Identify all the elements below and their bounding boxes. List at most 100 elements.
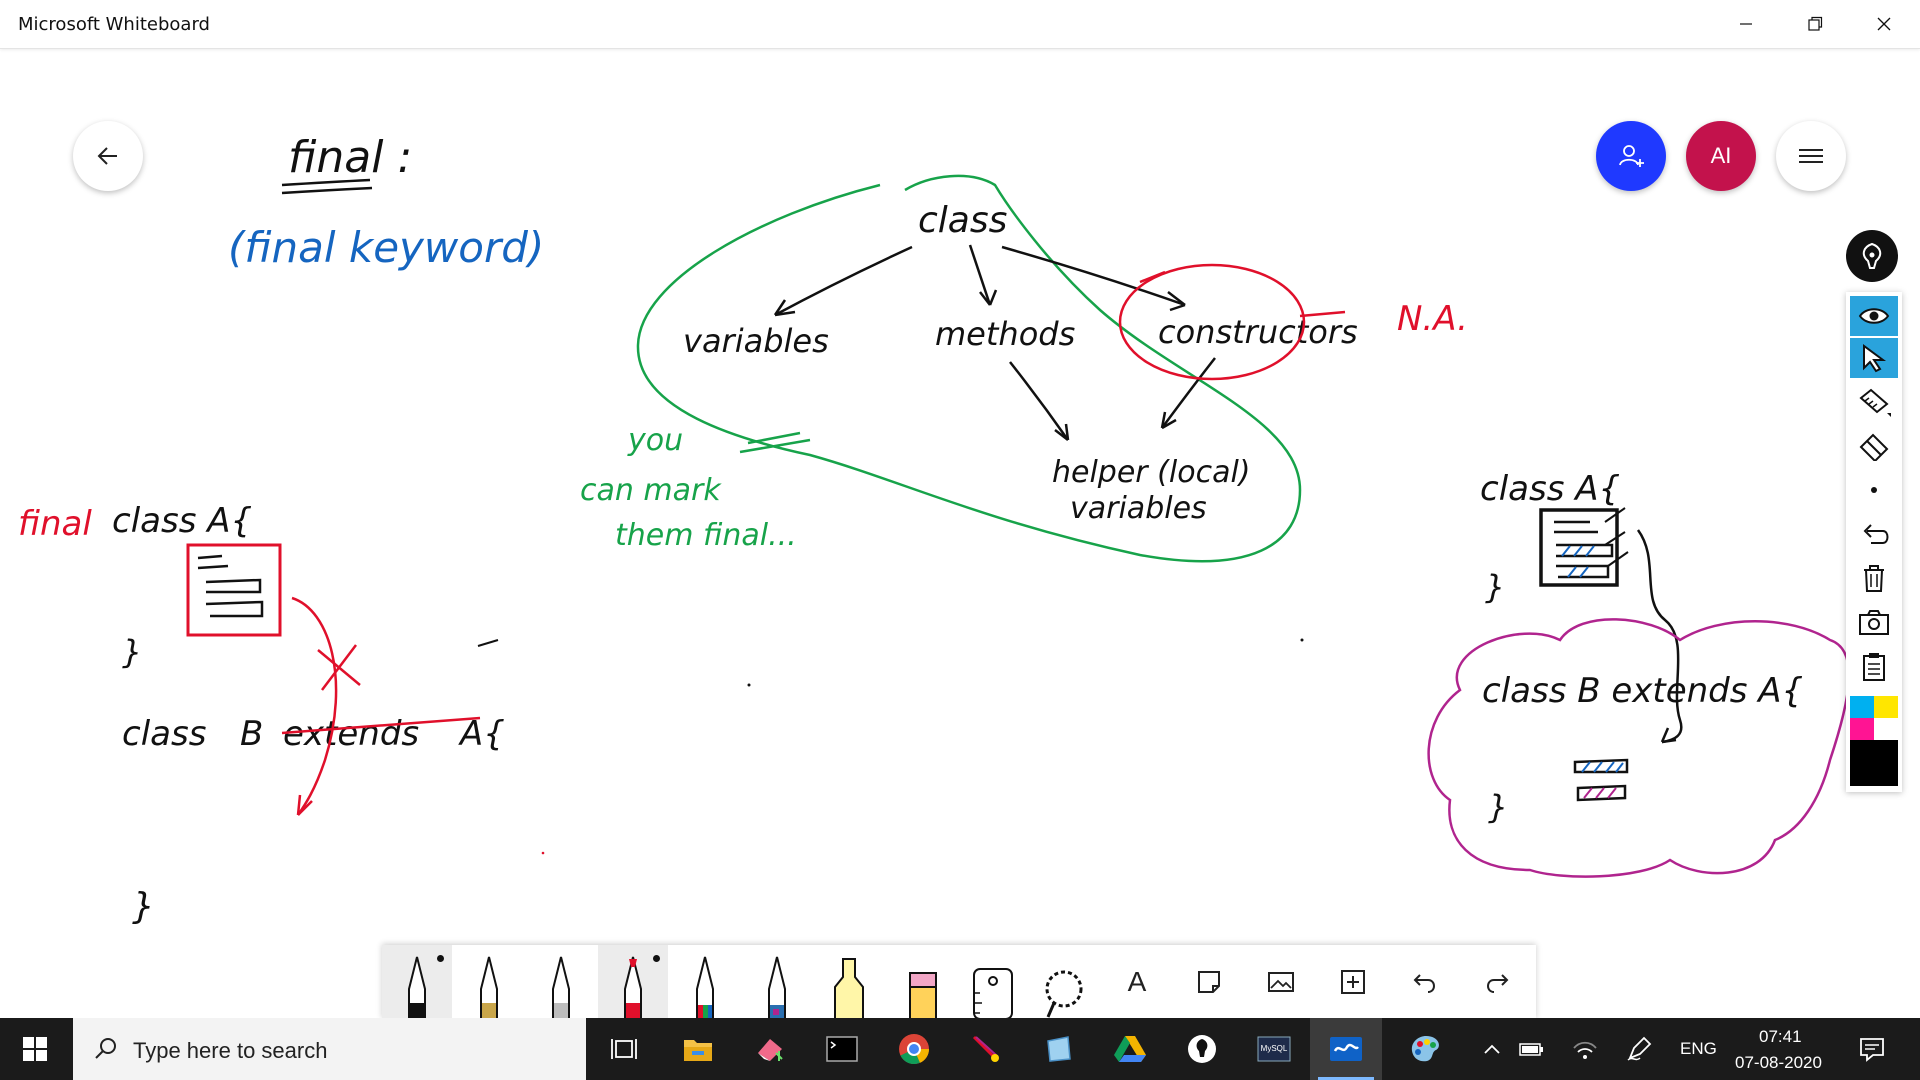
left-class-a-lines: [197, 554, 264, 618]
right-arrow-head: [1660, 727, 1677, 744]
minimize-button[interactable]: [1714, 0, 1778, 48]
paint3d-app[interactable]: [1390, 1018, 1462, 1080]
eraser-button[interactable]: [1850, 426, 1898, 466]
tool-black-pen[interactable]: [382, 945, 452, 1019]
silver-pen-icon: [552, 956, 570, 1019]
palette-icon: [1411, 1036, 1439, 1062]
battery-indicator[interactable]: [1506, 1018, 1556, 1080]
eraser-icon: [1859, 433, 1889, 461]
clock-time[interactable]: 07:41: [1759, 1027, 1802, 1046]
tool-add[interactable]: [1318, 945, 1388, 1019]
clipboard-button[interactable]: [1850, 646, 1898, 686]
language-indicator[interactable]: ENG: [1680, 1039, 1717, 1058]
firework-app[interactable]: [950, 1018, 1022, 1080]
tool-red-pen[interactable]: [598, 945, 668, 1019]
chrome-app[interactable]: [878, 1018, 950, 1080]
tool-sticky-note[interactable]: [1174, 945, 1244, 1019]
tool-rainbow-pen[interactable]: [670, 945, 740, 1019]
chrome-icon: [899, 1034, 930, 1065]
firework-icon: [972, 1035, 999, 1062]
tool-silver-pen[interactable]: [526, 945, 596, 1019]
select-button[interactable]: [1850, 338, 1898, 378]
color-white-swatch[interactable]: [1874, 718, 1898, 740]
right-class-a-lines: [1554, 520, 1614, 579]
snip-app[interactable]: [1022, 1018, 1094, 1080]
camera-button[interactable]: [1850, 602, 1898, 642]
minimize-icon: [1740, 23, 1752, 25]
taskbar-search[interactable]: Type here to search: [73, 1018, 586, 1080]
undo-button[interactable]: [1850, 514, 1898, 554]
file-explorer-app[interactable]: [662, 1018, 734, 1080]
terminal-app[interactable]: [806, 1018, 878, 1080]
pen-tip-button[interactable]: [1846, 230, 1898, 282]
invite-button[interactable]: [1596, 121, 1666, 191]
camera-icon: [1859, 610, 1889, 635]
notification-icon: [1860, 1038, 1884, 1062]
diagram-arrows: [773, 244, 1216, 441]
black-pen-icon: [408, 956, 426, 1019]
side-note-line3: them final...: [615, 518, 797, 553]
left-class-a-body: [186, 543, 282, 637]
search-icon: [95, 1038, 116, 1059]
windows-logo-icon: [23, 1037, 47, 1061]
eye-icon: [1858, 308, 1890, 324]
terminal-icon: [826, 1036, 858, 1062]
na-connector: [1299, 310, 1346, 318]
pen-workspace-button[interactable]: [1614, 1018, 1664, 1080]
color-black-swatch[interactable]: [1850, 740, 1898, 786]
pen-tip-icon: [1188, 1035, 1216, 1063]
extends-strikethrough: [281, 716, 481, 735]
dot-icon: [1871, 487, 1877, 493]
task-view-icon: [611, 1039, 637, 1059]
tool-eraser[interactable]: [886, 945, 956, 1019]
color-yellow-swatch[interactable]: [1874, 696, 1898, 718]
color-magenta-swatch[interactable]: [1850, 718, 1874, 740]
tool-redo[interactable]: [1462, 945, 1532, 1019]
google-drive-app[interactable]: [1094, 1018, 1166, 1080]
heading-text: final :: [288, 132, 412, 183]
tool-text[interactable]: A: [1102, 945, 1172, 1019]
galaxy-pen-icon: [768, 956, 786, 1019]
lasso-icon: [1045, 970, 1083, 1018]
heading-underline: [281, 178, 373, 195]
back-button[interactable]: [73, 121, 143, 191]
left-class-b-parent: A{: [458, 714, 505, 754]
left-class-a-close: }: [122, 633, 142, 671]
paint-app[interactable]: [734, 1018, 806, 1080]
tool-image[interactable]: [1246, 945, 1316, 1019]
ink-size-button[interactable]: [1850, 470, 1898, 510]
tool-undo[interactable]: [1390, 945, 1460, 1019]
task-view-button[interactable]: [588, 1018, 660, 1080]
close-button[interactable]: [1852, 0, 1916, 48]
final-prefix: final: [18, 504, 92, 544]
close-icon: [1877, 17, 1891, 31]
add-person-icon: [1619, 145, 1644, 167]
whiteboard-app[interactable]: [1310, 1018, 1382, 1080]
selected-indicator: [437, 955, 444, 962]
left-class-b-name: B: [240, 714, 263, 754]
view-mode-button[interactable]: [1850, 296, 1898, 336]
tool-gold-pen[interactable]: [454, 945, 524, 1019]
menu-button[interactable]: [1776, 121, 1846, 191]
start-button[interactable]: [0, 1018, 70, 1080]
restore-button[interactable]: [1783, 0, 1847, 48]
ruler-stack-button[interactable]: [1850, 382, 1898, 422]
undo-icon: [1413, 974, 1435, 993]
tool-galaxy-pen[interactable]: [742, 945, 812, 1019]
whiteboard-canvas[interactable]: final : (final keyword) class variables …: [0, 48, 1920, 1018]
search-placeholder: Type here to search: [133, 1038, 328, 1063]
color-cyan-swatch[interactable]: [1850, 696, 1874, 718]
mysql-app[interactable]: MySQL: [1238, 1018, 1310, 1080]
color-palette[interactable]: [1850, 696, 1898, 786]
show-hidden-icons-button[interactable]: [1456, 1018, 1528, 1080]
clock-date[interactable]: 07-08-2020: [1735, 1053, 1822, 1072]
tool-lasso[interactable]: [1030, 945, 1100, 1019]
notifications-button[interactable]: [1842, 1018, 1902, 1080]
delete-button[interactable]: [1850, 558, 1898, 598]
avatar[interactable]: AI: [1686, 121, 1756, 191]
tool-highlighter[interactable]: [814, 945, 884, 1019]
tool-ruler[interactable]: [958, 945, 1028, 1019]
wifi-indicator[interactable]: [1560, 1018, 1610, 1080]
mysql-label: MySQL: [1260, 1044, 1288, 1053]
pen-app[interactable]: [1166, 1018, 1238, 1080]
